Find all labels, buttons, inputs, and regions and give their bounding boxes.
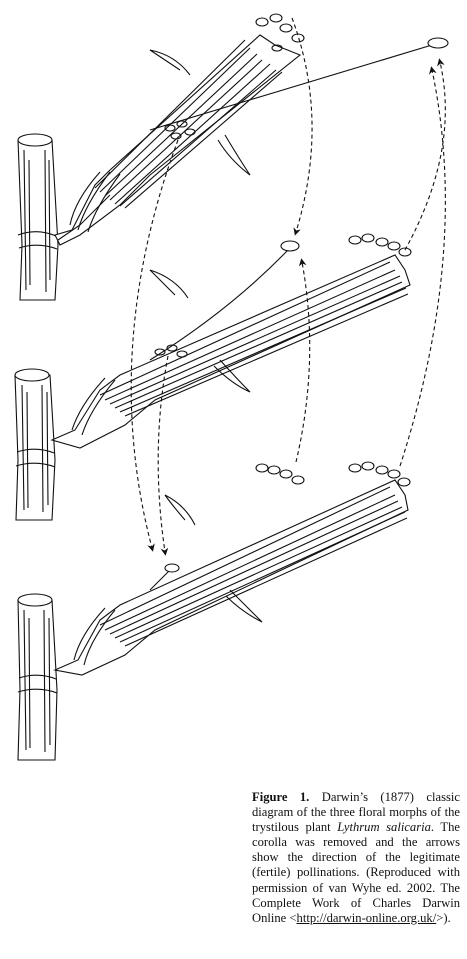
calyx-tube-middle [50,254,411,449]
stem-segment-top [17,133,59,301]
arrow-bottom-anthers-to-top-stigma [399,66,446,467]
sepal-middle-2 [213,359,251,393]
caption-text-end: >). [436,910,451,925]
style-long-top [149,44,433,131]
arrow-bottom-anthers-to-mid-stigma [295,258,311,463]
sepal-top-1 [149,49,191,76]
style-mid [149,249,289,361]
flower-top-long-styled [17,13,449,301]
sepal-top-2 [217,134,251,176]
arrow-top-anthers-to-mid-stigma [291,17,313,236]
darwin-online-link[interactable]: http://darwin-online.org.uk/ [296,910,437,925]
figure-caption: Figure 1. Darwin’s (1877) classic diagra… [252,790,460,926]
stigma-bottom [164,563,180,573]
sepal-bottom-2 [225,589,263,623]
flower-middle-mid-styled [14,233,412,521]
caption-text-part2: . The corolla was removed and the arrows… [252,820,460,925]
flower-bottom-short-styled [17,461,411,761]
pollination-arrows [130,17,446,556]
anthers-middle [154,233,412,358]
anthers-top [164,13,305,140]
stigma-top [427,37,449,49]
sepal-middle-1 [149,269,189,299]
calyx-tube-bottom [53,479,409,676]
caption-text-part1: Darwin’s (1877) classic diagram of the t… [252,790,460,835]
stigma-middle [280,240,300,252]
anthers-bottom [255,461,411,487]
stem-segment-middle [14,368,56,521]
arrow-top-small-anthers-to-short-stigma [130,139,179,552]
arrow-mid-anthers-to-top-stigma-a [404,58,446,251]
species-name: Lythrum salicaria [337,820,431,835]
figure-label: Figure 1. [252,790,310,804]
stem-segment-bottom [17,593,58,761]
arrow-mid-small-anthers-to-short-stigma [157,355,169,556]
darwin-lythrum-illustration [14,13,449,761]
sepal-bottom-1 [164,494,196,526]
